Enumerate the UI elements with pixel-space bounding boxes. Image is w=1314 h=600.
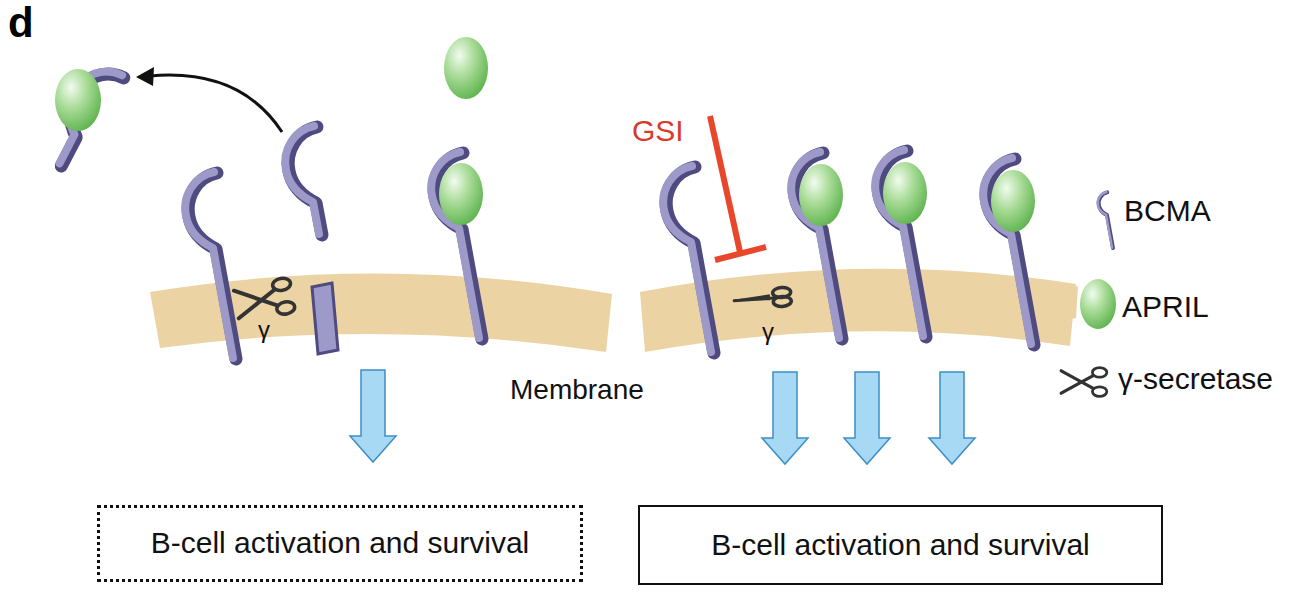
inhibition-line bbox=[710, 116, 740, 252]
april-ligand bbox=[444, 37, 488, 99]
april-ligand bbox=[991, 170, 1035, 232]
inhibitor-label: GSI bbox=[632, 116, 684, 146]
april-ligand bbox=[799, 164, 843, 226]
enzyme-symbol: γ bbox=[258, 318, 270, 342]
april-ligand bbox=[883, 162, 927, 224]
gamma-secretase-scissors bbox=[731, 287, 791, 310]
april-ligand bbox=[439, 163, 483, 225]
panel-letter: d bbox=[8, 2, 34, 44]
signal-arrow bbox=[844, 372, 890, 464]
april-ligand bbox=[55, 69, 101, 131]
box-text: B-cell activation and survival bbox=[151, 526, 530, 561]
box-text: B-cell activation and survival bbox=[711, 528, 1090, 563]
bcma-receptor bbox=[983, 158, 1034, 345]
bcma-receptor bbox=[875, 150, 926, 337]
bcma-receptor bbox=[791, 152, 842, 339]
legend-april-sample bbox=[1080, 279, 1116, 329]
bcma-stub bbox=[312, 283, 338, 354]
inhibition-bar bbox=[715, 247, 766, 260]
arrow-head bbox=[136, 67, 154, 86]
enzyme-symbol: γ bbox=[762, 320, 774, 344]
signal-arrow bbox=[350, 370, 396, 462]
bcma-receptor bbox=[185, 172, 236, 359]
legend-label: γ-secretase bbox=[1118, 364, 1273, 394]
shed-bcma bbox=[32, 58, 128, 167]
legend-scissors-sample bbox=[1061, 368, 1107, 397]
membrane-label: Membrane bbox=[510, 376, 644, 404]
legend-bcma-sample bbox=[1098, 192, 1113, 248]
legend-label: APRIL bbox=[1122, 292, 1209, 322]
outcome-box: B-cell activation and survival bbox=[638, 505, 1163, 585]
legend-label: BCMA bbox=[1124, 196, 1211, 226]
outcome-box-reduced: B-cell activation and survival bbox=[97, 505, 583, 582]
gamma-secretase-scissors bbox=[233, 277, 295, 322]
membrane-band bbox=[1056, 286, 1078, 322]
signal-arrow bbox=[762, 372, 808, 464]
signal-arrow bbox=[929, 372, 975, 464]
bcma-receptor bbox=[663, 166, 714, 353]
bcma-receptor bbox=[431, 152, 482, 339]
cleaved-bcma bbox=[285, 126, 322, 235]
shedding-arrow bbox=[150, 75, 282, 132]
